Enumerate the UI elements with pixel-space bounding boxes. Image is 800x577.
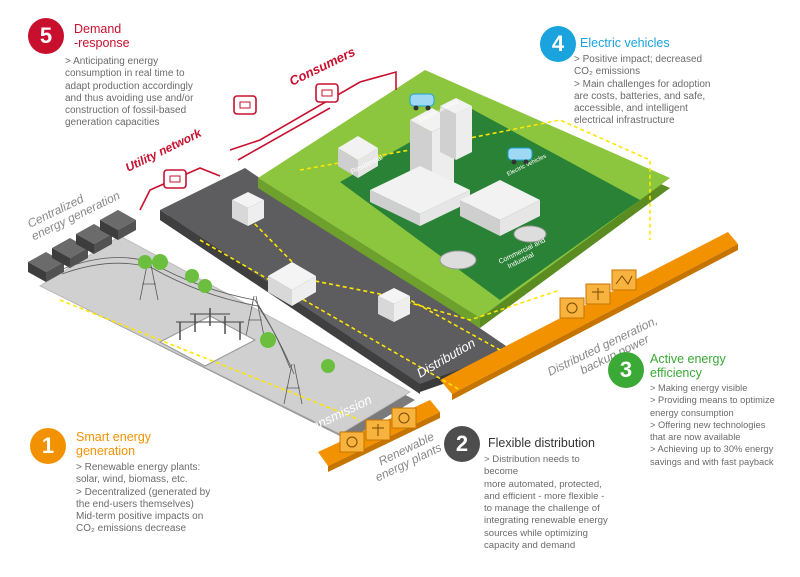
- callout-item: > Providing means to optimize energy con…: [650, 395, 775, 418]
- callout-body: > Making energy visible > Providing mean…: [650, 382, 800, 468]
- trees: [138, 254, 335, 373]
- callout-item: > Offering new technologies that are now…: [650, 419, 766, 443]
- electric-vehicle: [507, 147, 533, 165]
- callout-title: Electric vehicles: [580, 36, 670, 50]
- callout-item: > Achieving up to 30% energy savings and…: [650, 444, 774, 467]
- solar-icon: [559, 297, 585, 319]
- callout-title: Active energy efficiency: [650, 352, 726, 380]
- utility-network-label: Utility network: [123, 125, 205, 174]
- callout-title: Flexible distribution: [488, 436, 595, 450]
- solar-icon: [339, 431, 365, 453]
- generator-icon: [611, 269, 637, 291]
- number-badge: 3: [608, 352, 644, 388]
- callout-electric-vehicles: 4 Electric vehicles > Positive impact; d…: [534, 26, 764, 146]
- callout-item: > Decentralized (generated by the end-us…: [76, 486, 211, 535]
- callout-item: > Main challenges for adoption are costs…: [574, 78, 711, 127]
- distributed-strip: [440, 232, 738, 400]
- monitor-icon: [163, 169, 187, 189]
- distribution-substation: [232, 192, 410, 322]
- callout-body: > Positive impact; decreased CO₂ emissio…: [574, 54, 764, 128]
- callout-item: > Anticipating energy consumption in rea…: [65, 56, 194, 129]
- energy-flow: [59, 119, 651, 421]
- centralized-generation: [28, 210, 136, 282]
- number-badge: 1: [30, 428, 66, 464]
- wind-icon: [585, 283, 611, 305]
- callout-body: > Renewable energy plants: solar, wind, …: [76, 462, 286, 536]
- callout-flexible-distribution: 2 Flexible distribution > Distribution n…: [440, 426, 610, 556]
- number-badge: 4: [540, 26, 576, 62]
- callout-title: Smart energy generation: [76, 430, 152, 458]
- callout-item: > Making energy visible: [650, 383, 748, 393]
- callout-item: > Positive impact; decreased CO₂ emissio…: [574, 54, 703, 78]
- electric-vehicle: [409, 93, 435, 111]
- consumers-label: Consumers: [287, 44, 358, 89]
- callout-item: > Renewable energy plants: solar, wind, …: [76, 462, 201, 486]
- callout-title: Demand -response: [74, 22, 130, 50]
- wind-icon: [365, 419, 391, 441]
- callout-body: > Distribution needs to become more auto…: [484, 454, 614, 552]
- biomass-icon: [391, 407, 417, 429]
- monitor-icon: [233, 95, 257, 115]
- substation: [158, 308, 257, 367]
- number-badge: 2: [444, 426, 480, 462]
- callout-active-efficiency: 3 Active energy efficiency > Making ener…: [604, 346, 800, 476]
- callout-smart-generation: 1 Smart energy generation > Renewable en…: [26, 424, 296, 554]
- callout-item: > Distribution needs to become more auto…: [484, 454, 608, 552]
- number-badge: 5: [28, 18, 64, 54]
- renewable-strip: [318, 400, 440, 472]
- callout-body: > Anticipating energy consumption in rea…: [65, 56, 265, 130]
- callout-demand-response: 5 Demand -response > Anticipating energy…: [8, 10, 268, 130]
- power-lines: [59, 257, 303, 405]
- monitor-icon: [315, 83, 339, 103]
- city-buildings: [338, 98, 547, 270]
